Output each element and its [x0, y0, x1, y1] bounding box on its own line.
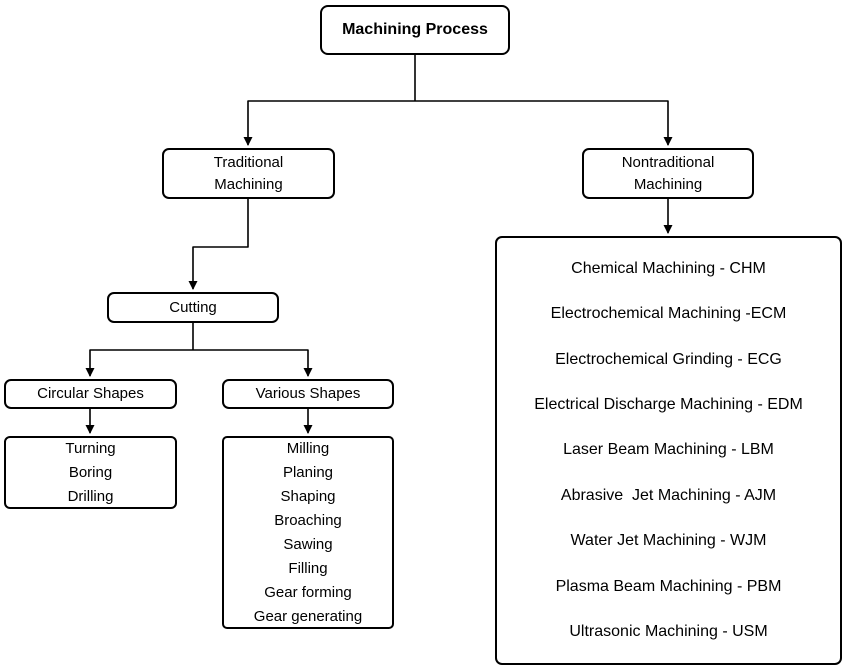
list-item: Broaching [274, 511, 342, 529]
node-various-shapes: Various Shapes [222, 379, 394, 409]
list-item: Ultrasonic Machining - USM [569, 623, 768, 641]
connector-traditional-to-cutting [188, 199, 249, 290]
node-various-shapes-list: Milling Planing Shaping Broaching Sawing… [222, 436, 394, 629]
node-traditional-machining: Traditional Machining [162, 148, 335, 199]
list-item: Turning [65, 439, 116, 457]
node-circular-shapes: Circular Shapes [4, 379, 177, 409]
nontraditional-machining-label: Nontraditional Machining [621, 153, 715, 193]
list-item: Gear forming [264, 583, 352, 601]
list-item: Electrochemical Machining -ECM [550, 305, 787, 323]
circular-shapes-label: Circular Shapes [37, 385, 144, 402]
connector-cutting-to-various [193, 349, 313, 377]
list-item: Gear generating [253, 607, 363, 625]
list-item: Boring [68, 463, 113, 481]
list-item: Electrical Discharge Machining - EDM [534, 396, 803, 414]
list-item: Milling [286, 439, 330, 457]
various-shapes-label: Various Shapes [255, 385, 361, 402]
list-item: Planing [282, 463, 334, 481]
list-item: Filling [288, 559, 328, 577]
node-machining-process: Machining Process [320, 5, 510, 55]
connector-root-to-nontraditional [415, 100, 673, 146]
list-item: Abrasive Jet Machining - AJM [560, 486, 777, 504]
connector-cutting-to-circular [85, 349, 193, 377]
list-item: Chemical Machining - CHM [571, 259, 766, 277]
traditional-machining-label: Traditional Machining [213, 153, 284, 193]
node-circular-shapes-list: Turning Boring Drilling [4, 436, 177, 509]
list-item: Water Jet Machining - WJM [570, 532, 767, 550]
cutting-label: Cutting [169, 298, 217, 316]
node-cutting: Cutting [107, 292, 279, 323]
list-item: Electrochemical Grinding - ECG [555, 350, 782, 368]
list-item: Drilling [67, 487, 114, 505]
node-nontraditional-process-list: Chemical Machining - CHM Electrochemical… [495, 236, 842, 665]
list-item: Plasma Beam Machining - PBM [555, 577, 782, 595]
node-nontraditional-machining: Nontraditional Machining [582, 148, 754, 199]
machining-process-label: Machining Process [342, 21, 488, 38]
list-item: Sawing [283, 535, 333, 553]
connector-root-to-traditional [243, 100, 415, 146]
list-item: Shaping [280, 487, 336, 505]
list-item: Laser Beam Machining - LBM [563, 441, 774, 459]
